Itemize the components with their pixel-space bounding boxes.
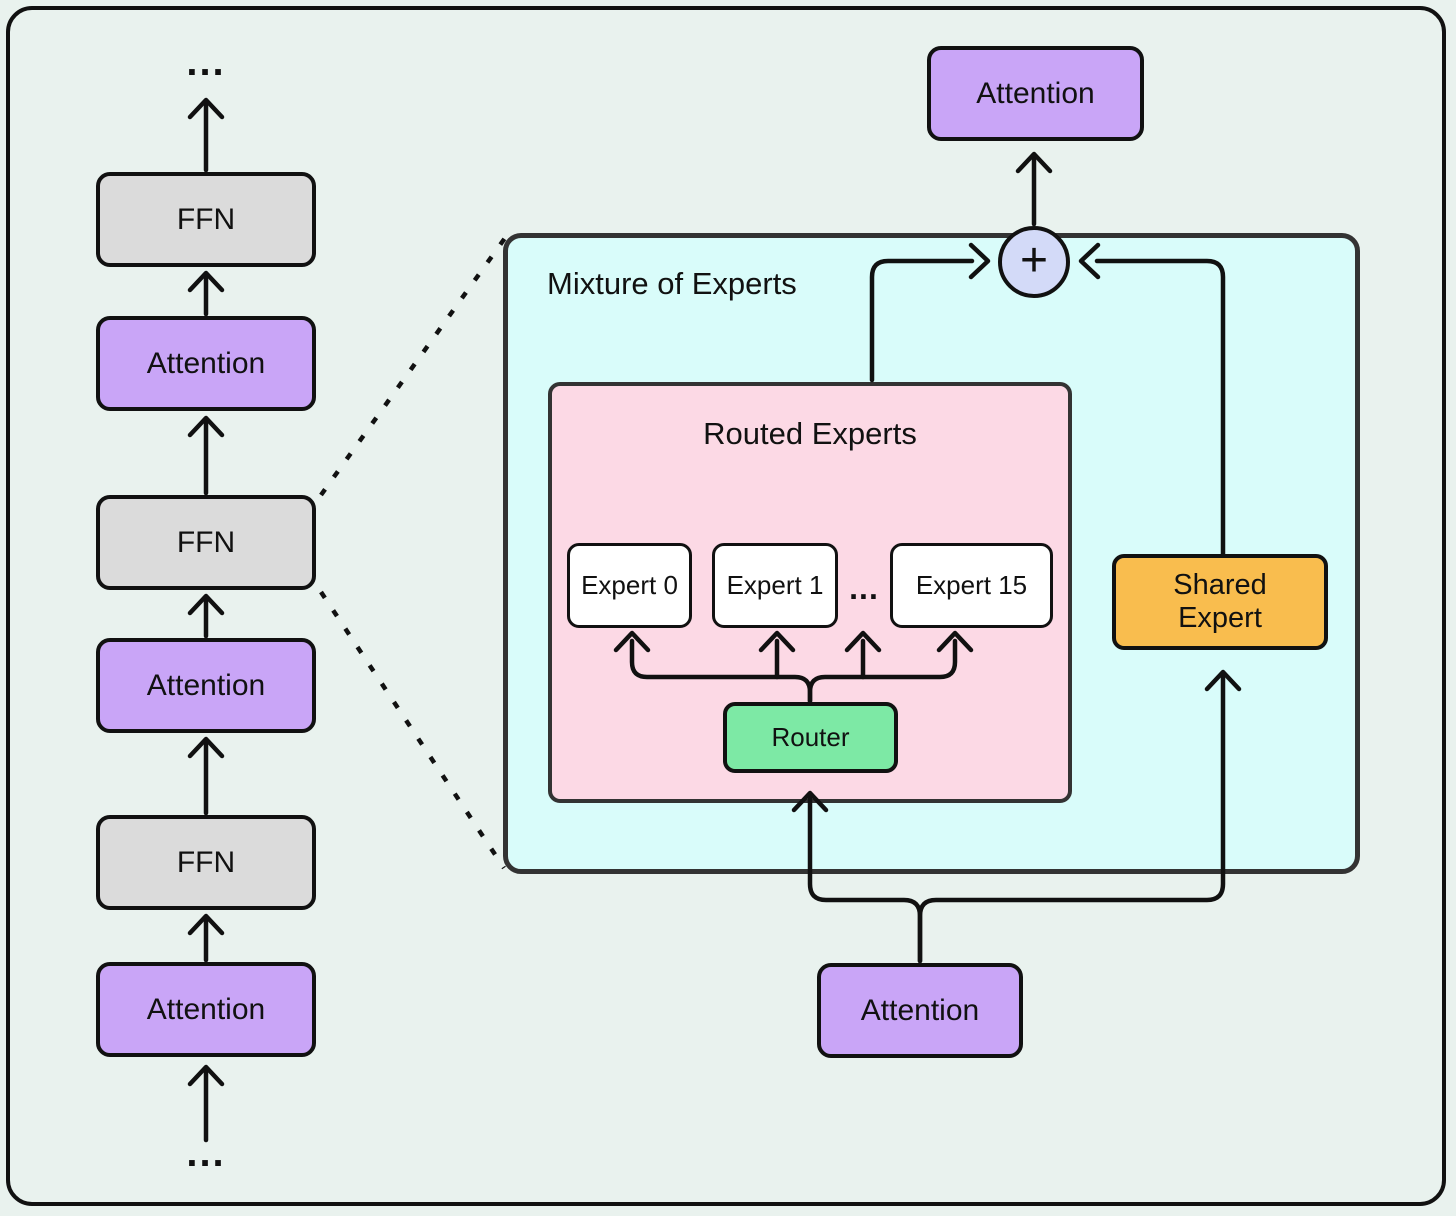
ffn-block: FFN: [96, 815, 316, 910]
dashed-connector-top: [319, 236, 507, 497]
arrowhead: [187, 270, 225, 293]
arrowhead: [187, 913, 225, 936]
expert-0-box: Expert 0: [567, 543, 692, 628]
arrowhead: [187, 736, 225, 759]
attention-block: Attention: [96, 962, 316, 1057]
arrowhead: [187, 415, 225, 438]
shared-expert-box: Shared Expert: [1112, 554, 1328, 650]
attention-block: Attention: [96, 638, 316, 733]
sum-node: +: [998, 226, 1070, 298]
expert-1-box: Expert 1: [712, 543, 838, 628]
ffn-block: FFN: [96, 172, 316, 267]
ellipsis-top: ...: [186, 40, 226, 84]
router-box: Router: [723, 702, 898, 773]
ffn-block-expanded: FFN: [96, 495, 316, 590]
ellipsis-bottom: ...: [186, 1131, 226, 1175]
attention-input-block: Attention: [817, 963, 1023, 1058]
arrowhead: [187, 97, 225, 120]
arrowhead: [187, 1064, 225, 1087]
experts-ellipsis: ...: [849, 570, 879, 606]
attention-block: Attention: [96, 316, 316, 411]
routed-experts-title: Routed Experts: [703, 416, 917, 451]
arrowhead: [1015, 151, 1053, 174]
dashed-connector-bottom: [319, 590, 506, 870]
moe-title: Mixture of Experts: [547, 266, 797, 301]
arrowhead: [187, 593, 225, 616]
expert-15-box: Expert 15: [890, 543, 1053, 628]
zoom-indicator-dashes: [319, 236, 507, 870]
attention-output-block: Attention: [927, 46, 1144, 141]
